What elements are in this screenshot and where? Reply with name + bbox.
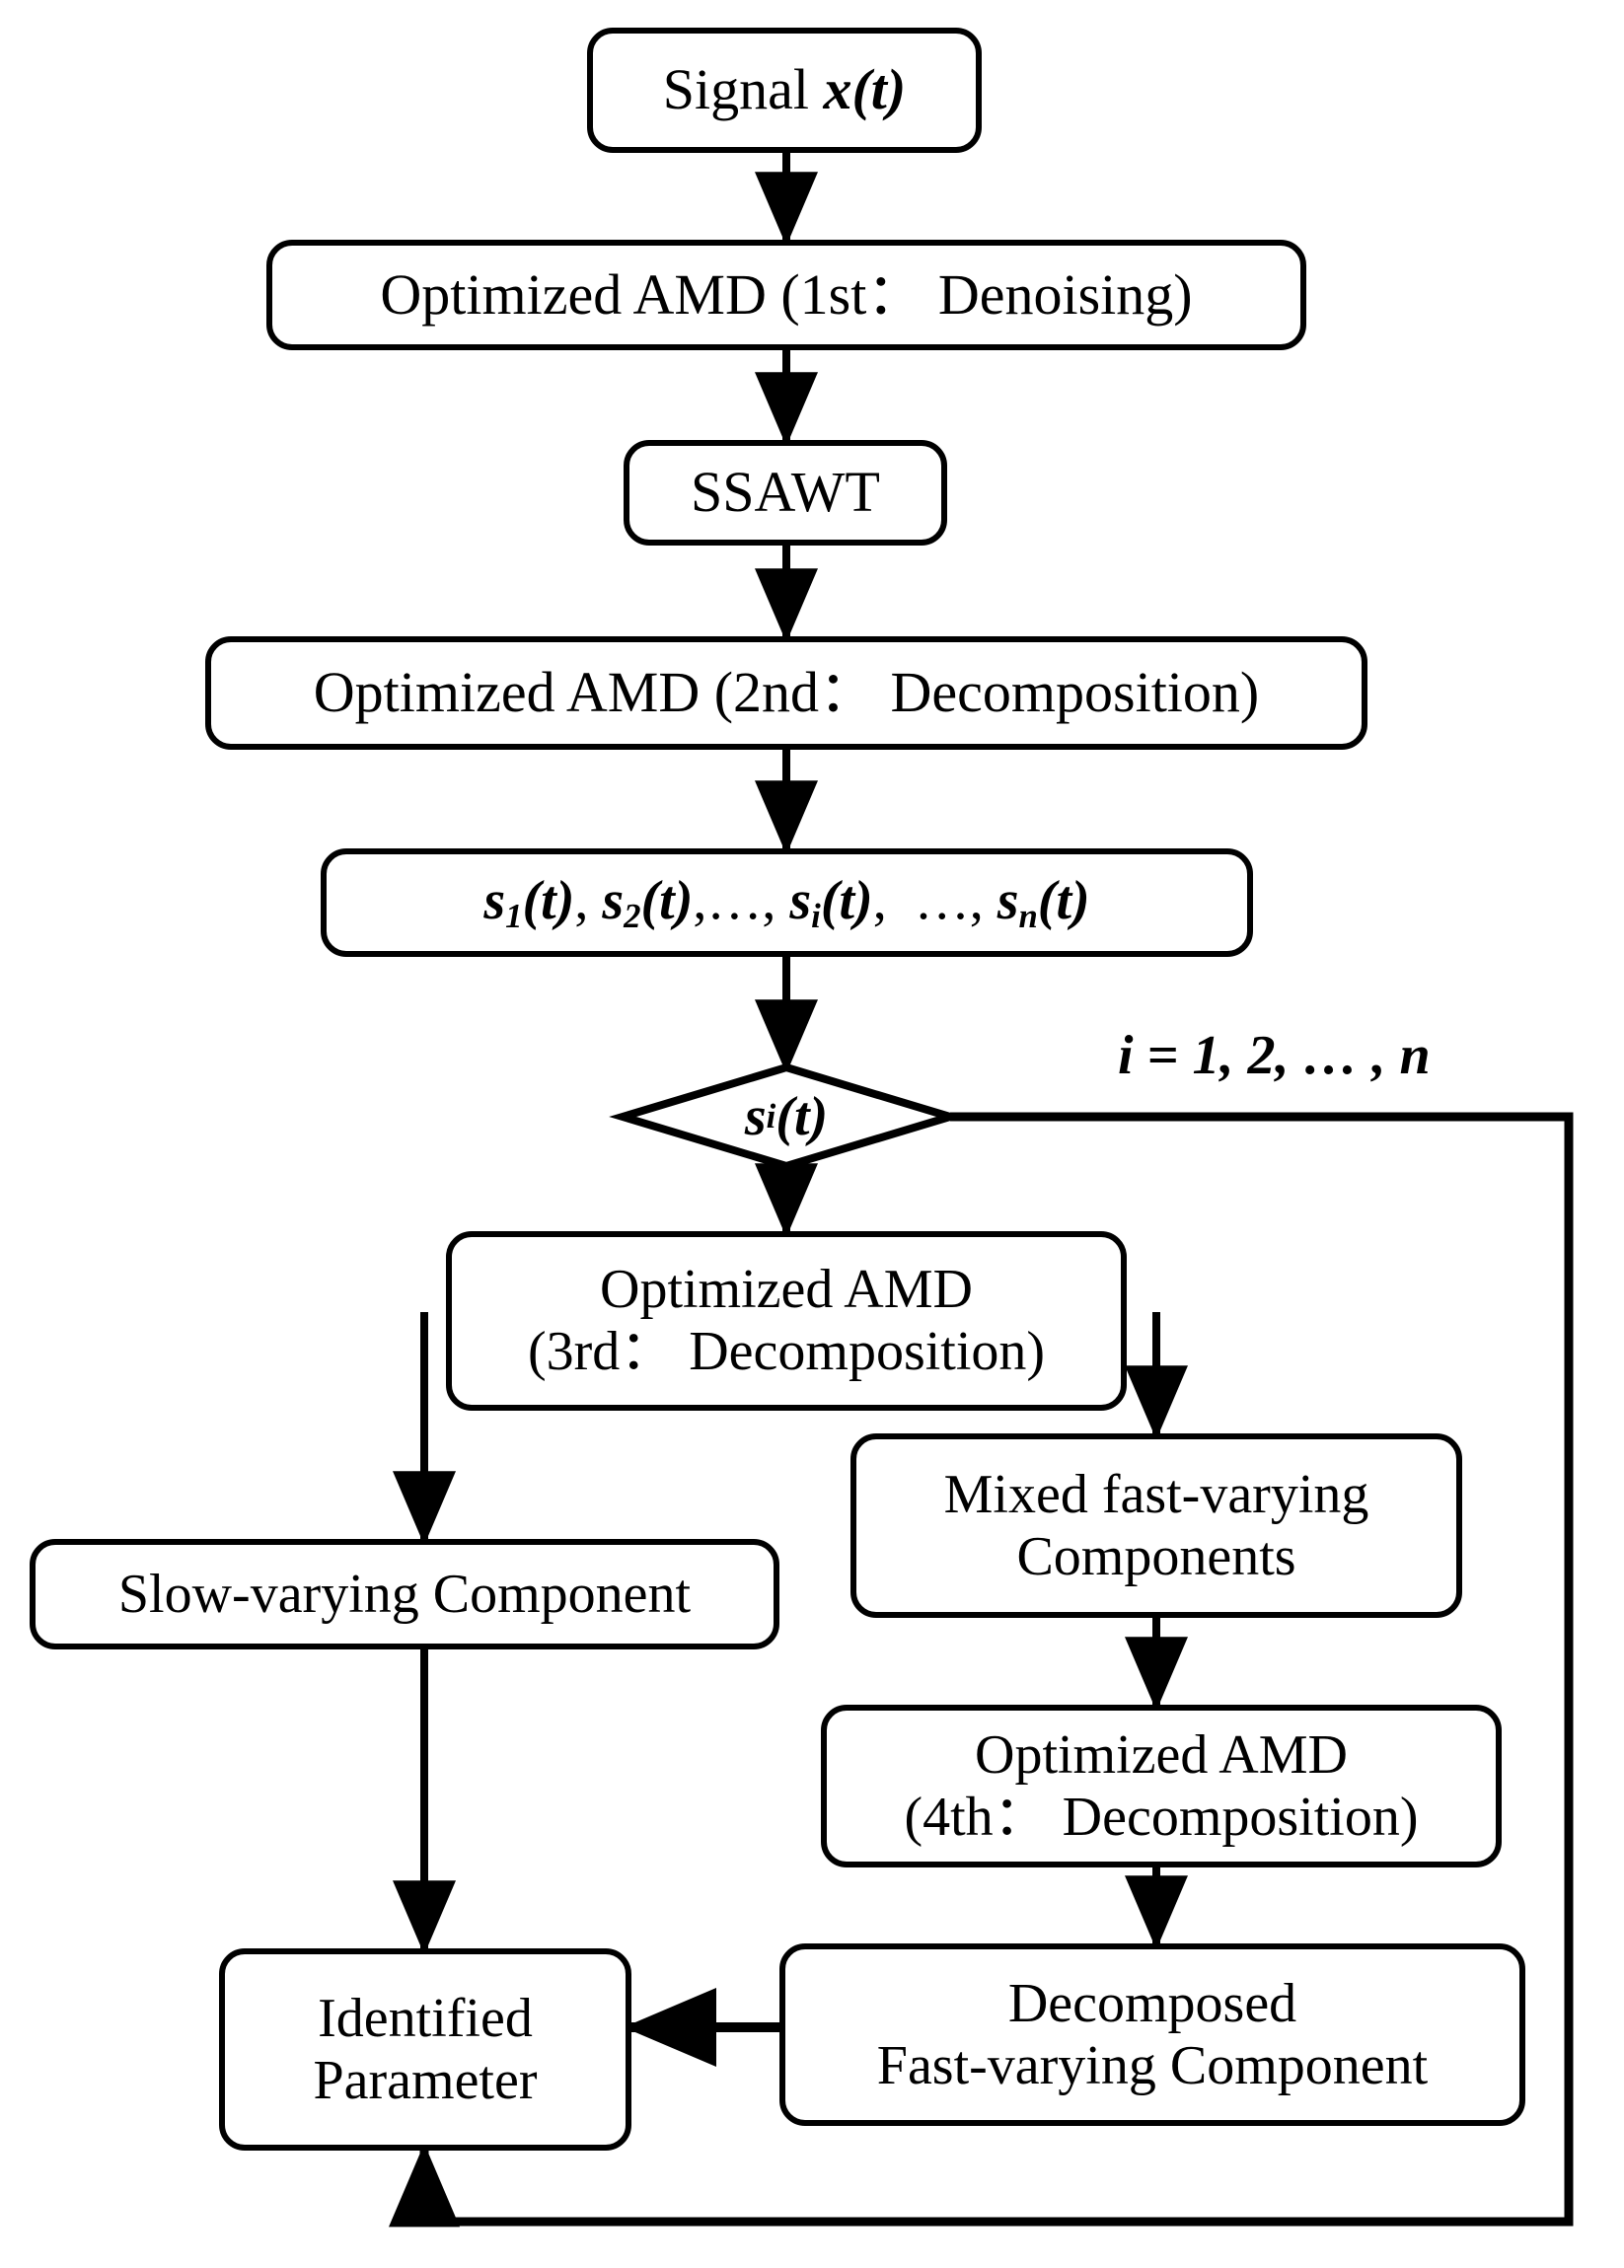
node-ssawt-label: SSAWT — [691, 460, 880, 525]
node-amd4-label: Optimized AMD (4th： Decomposition) — [904, 1723, 1419, 1848]
node-amd2[interactable]: Optimized AMD (2nd： Decomposition) — [205, 636, 1367, 750]
edge-label-loop-index: i = 1, 2, … , n — [1118, 1025, 1431, 1086]
node-amd3[interactable]: Optimized AMD (3rd： Decomposition) — [446, 1231, 1127, 1411]
node-identified[interactable]: Identified Parameter — [219, 1948, 631, 2151]
node-amd2-label: Optimized AMD (2nd： Decomposition) — [313, 660, 1260, 725]
edge-identified-feedback-to-decision — [424, 1112, 1574, 2227]
node-decomposed-fast-label: Decomposed Fast-varying Component — [876, 1972, 1429, 2096]
node-mixed-fast[interactable]: Mixed fast-varying Components — [850, 1433, 1462, 1618]
node-components-label: s1(t), s2(t),…, si(t), …, sn(t) — [483, 869, 1090, 935]
node-mixed-fast-label: Mixed fast-varying Components — [943, 1463, 1369, 1587]
node-ssawt[interactable]: SSAWT — [624, 440, 947, 546]
node-decomposed-fast[interactable]: Decomposed Fast-varying Component — [779, 1943, 1525, 2126]
node-slow-label: Slow-varying Component — [117, 1563, 692, 1625]
node-slow[interactable]: Slow-varying Component — [30, 1539, 779, 1649]
node-amd1-label: Optimized AMD (1st： Denoising) — [380, 261, 1193, 327]
node-signal-label: Signal x(t) — [662, 57, 907, 122]
node-identified-label: Identified Parameter — [313, 1987, 538, 2111]
node-amd3-label: Optimized AMD (3rd： Decomposition) — [527, 1259, 1046, 1382]
node-components[interactable]: s1(t), s2(t),…, si(t), …, sn(t) — [321, 848, 1253, 957]
node-amd1[interactable]: Optimized AMD (1st： Denoising) — [266, 240, 1306, 350]
node-signal[interactable]: Signal x(t) — [587, 28, 982, 153]
decision-diamond-shape — [609, 1062, 964, 1171]
node-amd4[interactable]: Optimized AMD (4th： Decomposition) — [821, 1705, 1502, 1867]
